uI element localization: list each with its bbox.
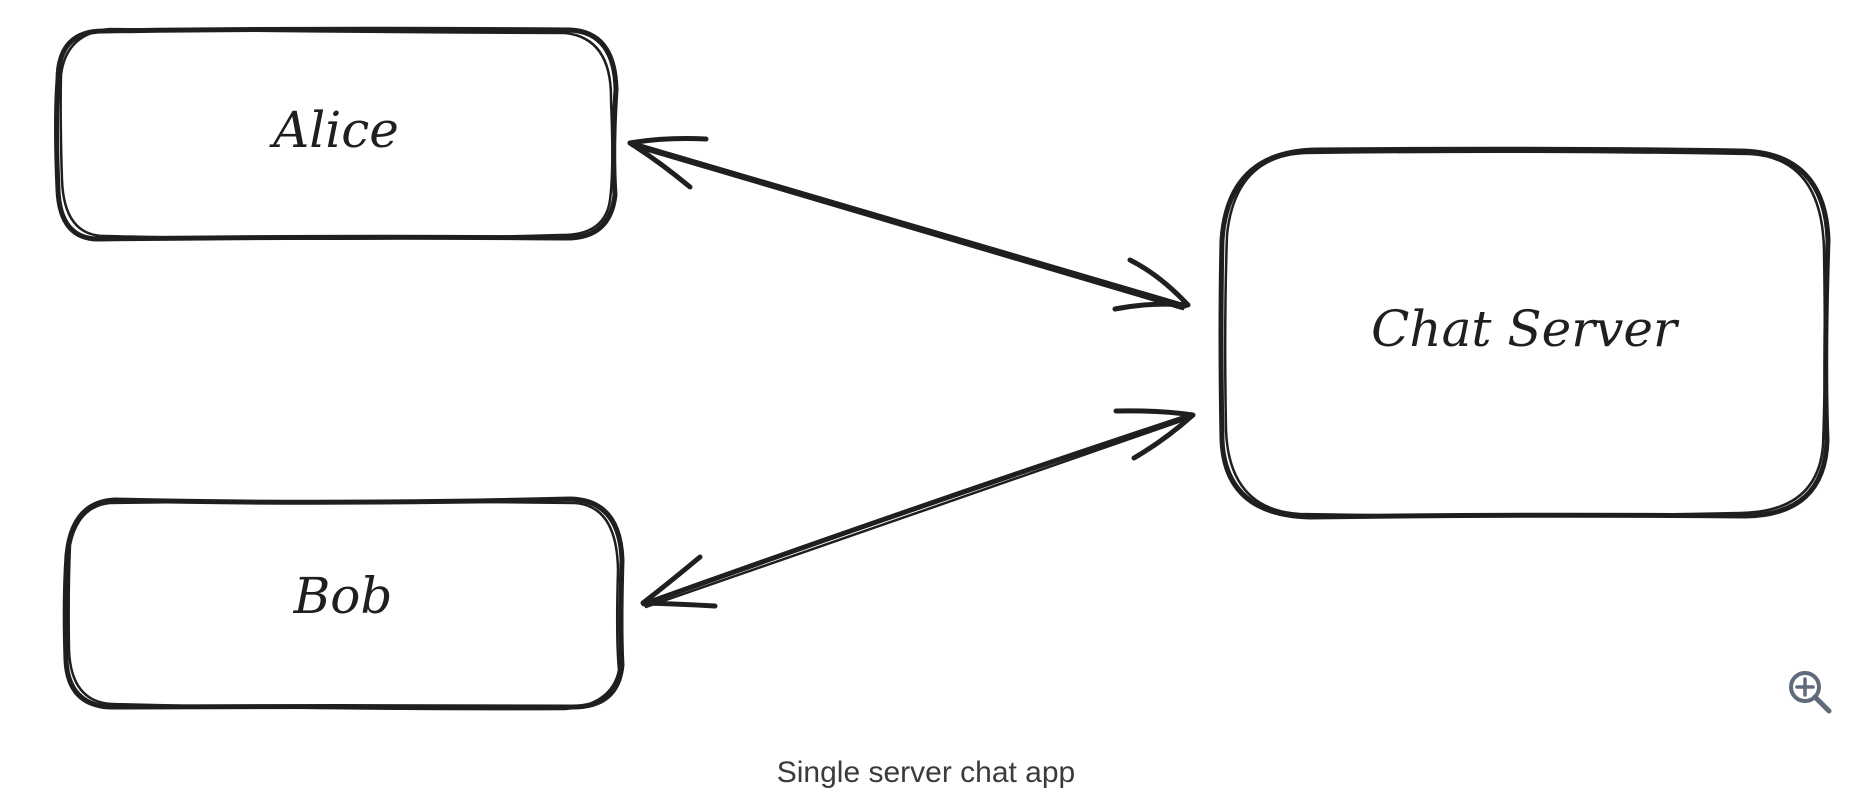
node-label-chat-server: Chat Server (1371, 300, 1680, 358)
node-bob: Bob (62, 496, 625, 711)
zoom-in-button[interactable] (1785, 667, 1835, 717)
edge-alice-chat-server (627, 136, 1191, 312)
node-chat-server: Chat Server (1218, 146, 1831, 520)
node-label-alice: Alice (269, 101, 399, 159)
diagram-caption: Single server chat app (776, 756, 1076, 789)
node-alice: Alice (54, 26, 619, 242)
node-label-bob: Bob (293, 567, 393, 625)
edge-bob-chat-server (640, 408, 1196, 609)
zoom-in-icon (1789, 671, 1832, 714)
